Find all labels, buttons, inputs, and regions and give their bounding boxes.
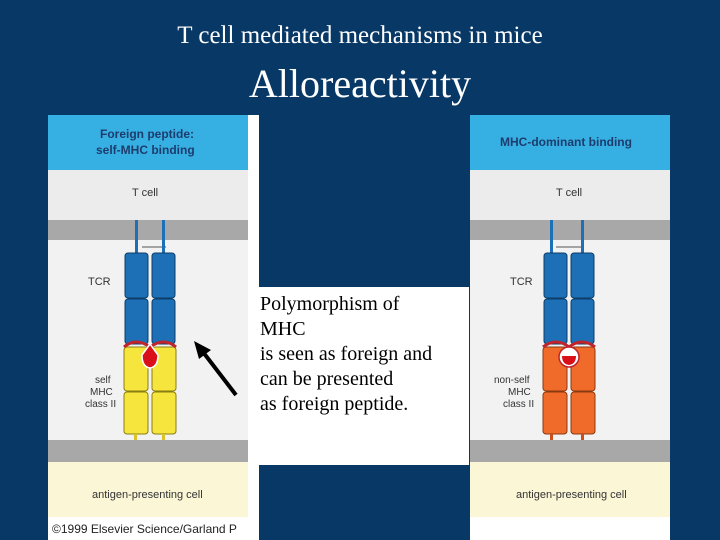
right-tcell-label: T cell: [556, 187, 582, 199]
left-apc-label: antigen-presenting cell: [92, 489, 203, 501]
left-tcr-stem-1: [135, 220, 138, 255]
right-tcr-domain-1a: [543, 252, 568, 299]
right-mhc-domain-1b: [542, 391, 568, 435]
left-tcr-label: TCR: [88, 276, 111, 288]
left-mhc-label-1: self: [95, 375, 111, 386]
left-tcr-stem-2: [162, 220, 165, 255]
left-tcell-membrane: [48, 220, 248, 240]
right-header-label: MHC-dominant binding: [500, 135, 632, 149]
right-mhc-domain-2b: [570, 391, 596, 435]
right-mhc-label-1: non-self: [494, 375, 530, 386]
left-peptide-icon: [141, 342, 159, 369]
right-panel-header: [470, 115, 670, 170]
left-mhc-label-3: class II: [85, 399, 116, 410]
right-tcr-domain-1b: [543, 298, 568, 345]
right-peptide-icon: [562, 356, 576, 365]
right-tcr-stem-2: [581, 220, 584, 255]
left-tcr-domain-2a: [151, 252, 176, 299]
left-header-line2: self-MHC binding: [96, 143, 195, 157]
left-mhc-domain-2b: [151, 391, 177, 435]
slide-subtitle: Alloreactivity: [248, 61, 472, 106]
overlay-text: Polymorphism of MHC is seen as foreign a…: [260, 293, 433, 415]
right-tcell-membrane: [470, 220, 670, 240]
right-apc-membrane: [470, 440, 670, 462]
right-figure-panel: MHC-dominant binding T cell TCR non-self…: [470, 115, 670, 540]
right-cytoplasm-region: [470, 240, 670, 440]
left-apc-membrane: [48, 440, 248, 462]
left-tcr-domain-1b: [124, 298, 149, 345]
left-tcell-region: [48, 170, 248, 220]
left-panel-header: [48, 115, 248, 170]
left-mhc-domain-1b: [123, 391, 149, 435]
left-tcr-domain-2b: [151, 298, 176, 345]
left-arrow-head-icon: [194, 341, 211, 359]
right-tcr-domain-2a: [570, 252, 595, 299]
left-figure-panel: Foreign peptide: self-MHC binding T cell…: [48, 115, 259, 540]
slide-title: T cell mediated mechanisms in mice: [177, 22, 543, 49]
right-apc-region: [470, 462, 670, 517]
left-apc-region: [48, 462, 248, 517]
right-mhc-label-2: MHC: [508, 387, 531, 398]
right-tcr-label: TCR: [510, 276, 533, 288]
left-arrow-shaft: [201, 350, 238, 397]
left-tcell-label: T cell: [132, 187, 158, 199]
right-apc-label: antigen-presenting cell: [516, 489, 627, 501]
right-mhc-label-3: class II: [503, 399, 534, 410]
left-mhc-label-2: MHC: [90, 387, 113, 398]
left-header-line1: Foreign peptide:: [100, 127, 194, 141]
text-overlay-box: [253, 287, 469, 465]
left-tcr-domain-1a: [124, 252, 149, 299]
right-tcell-region: [470, 170, 670, 220]
left-copyright: ©1999 Elsevier Science/Garland P: [52, 522, 237, 536]
right-tcr-domain-2b: [570, 298, 595, 345]
right-tcr-stem-1: [550, 220, 553, 255]
